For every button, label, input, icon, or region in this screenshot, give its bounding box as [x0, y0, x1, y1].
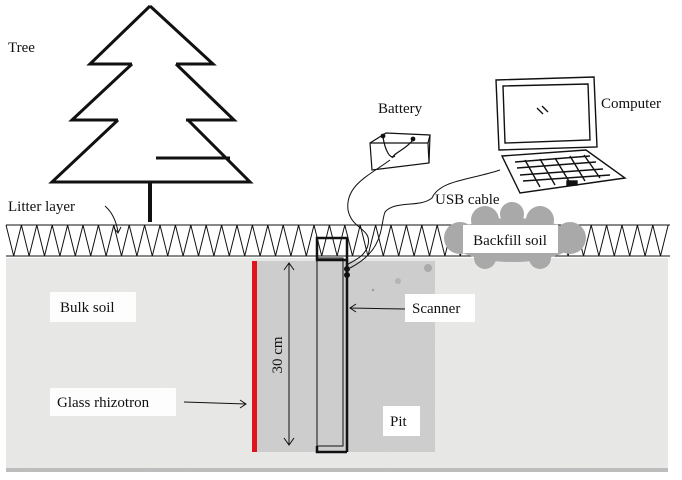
glass-rhizotron-label: Glass rhizotron [57, 395, 150, 411]
computer-icon [495, 76, 627, 194]
depth-label: 30 cm [270, 336, 286, 373]
backfill-soil-label: Backfill soil [473, 233, 547, 249]
scanner [315, 236, 406, 454]
depth-arrow [283, 262, 295, 446]
bulk-soil-label: Bulk soil [60, 300, 115, 316]
tree-label: Tree [8, 40, 35, 56]
battery-icon [369, 132, 431, 171]
scanner-label: Scanner [412, 301, 460, 317]
cables [346, 159, 501, 269]
battery-label: Battery [378, 101, 423, 117]
usb-cable-label: USB cable [435, 192, 500, 208]
litter-layer-label: Litter layer [8, 199, 75, 215]
pit-label: Pit [390, 414, 408, 430]
glass-rhizotron [252, 261, 257, 452]
tree-icon [48, 4, 254, 222]
computer-label: Computer [601, 96, 661, 112]
